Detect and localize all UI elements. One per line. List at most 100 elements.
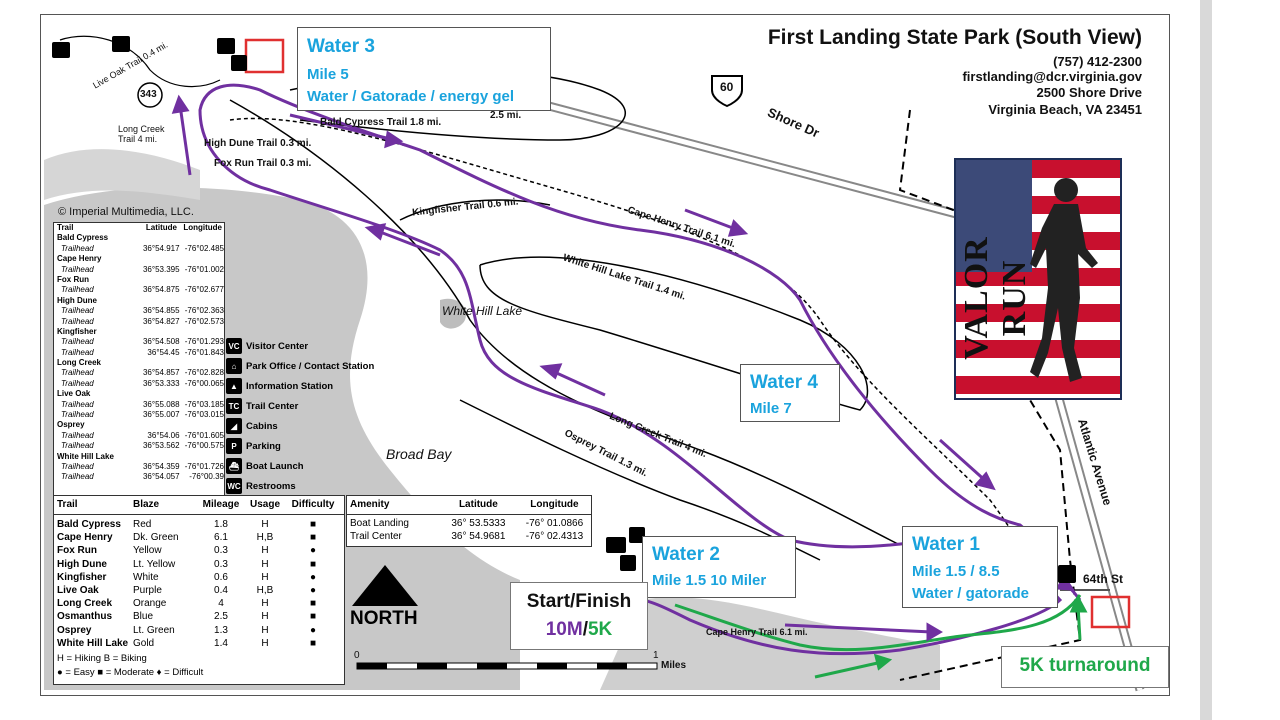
mileage-blaze: Blue — [133, 611, 154, 623]
mileage-trail: Kingfisher — [57, 571, 107, 583]
coord-trail-name: Trailhead — [61, 441, 94, 451]
coord-lat: 36°54.057 — [142, 472, 180, 482]
legend-icon: ◢ — [226, 418, 242, 434]
runner-silhouette-icon — [1030, 178, 1098, 382]
coord-lat: 36°53.562 — [142, 441, 180, 451]
coord-trail-name: Trailhead — [61, 337, 94, 347]
coord-row: White Hill Lake — [54, 452, 224, 462]
coord-trail-name: Trailhead — [61, 306, 94, 316]
coord-lat — [127, 358, 177, 368]
route-60-label: 60 — [720, 80, 734, 94]
coord-row: Long Creek — [54, 358, 224, 368]
coord-trail-name: Trailhead — [61, 378, 94, 388]
bald-cypress-label: Bald Cypress Trail 1.8 mi. — [320, 117, 442, 128]
park-title: First Landing State Park (South View) — [767, 26, 1142, 49]
coord-lat: 36°55.007 — [142, 410, 180, 420]
mileage-value: 1.8 — [214, 519, 228, 530]
amenity-lon: -76° 01.0866 — [525, 518, 584, 529]
mileage-usage: H — [261, 624, 269, 636]
high-dune-label: High Dune Trail 0.3 mi. — [204, 138, 312, 149]
cabins-icon — [112, 36, 130, 52]
scale-zero-label: 0 — [354, 650, 360, 661]
amenity-name: Boat Landing — [350, 518, 409, 529]
mileage-value: 0.3 — [214, 558, 228, 570]
water-4-title: Water 4 — [750, 372, 818, 393]
coord-lon — [177, 358, 222, 368]
mileage-blaze: Yellow — [133, 545, 162, 557]
route-343-shield — [137, 82, 163, 108]
legend-label: Trail Center — [246, 400, 299, 412]
water-1-title: Water 1 — [912, 534, 980, 555]
legend-item: ⛴ Boat Launch — [226, 456, 396, 476]
live-oak-trail — [59, 35, 221, 88]
window-scrollbar-track[interactable] — [1200, 0, 1212, 720]
broad-bay-label: Broad Bay — [386, 446, 452, 462]
scale-one-label: 1 — [653, 650, 659, 661]
5k-turnaround-marker — [1090, 595, 1131, 629]
coord-lat: 36°54.827 — [142, 316, 180, 326]
mileage-blaze: Orange — [133, 598, 167, 610]
water-1-supplies: Water / gatorade — [912, 585, 1029, 602]
legend-label: Boat Launch — [246, 460, 304, 472]
white-hill-trail — [479, 256, 869, 411]
coord-lon: -76°00.065 — [184, 378, 224, 388]
legend-label: Restrooms — [246, 480, 296, 492]
coord-lon — [177, 452, 222, 462]
coord-lat — [127, 275, 177, 285]
park-city: Virginia Beach, VA 23451 — [988, 102, 1142, 117]
coord-lat — [127, 296, 177, 306]
coord-lat: 36°55.088 — [142, 399, 180, 409]
coord-header-lon: Longitude — [183, 223, 222, 232]
coord-lat: 36°54.359 — [142, 461, 180, 471]
long-creek-small-label: Long Creek Trail 4 mi. — [118, 124, 165, 144]
coord-lon: -76°01.843 — [184, 347, 224, 357]
valor-run-logo: VALOR RUN — [954, 158, 1122, 400]
5k-turnaround-callout: 5K turnaround — [1001, 646, 1169, 688]
water-3-callout: Water 3 Mile 5 Water / Gatorade / energy… — [297, 27, 551, 111]
coord-lon: -76°01.293 — [184, 337, 224, 347]
coord-trail-name: Trailhead — [61, 264, 94, 274]
mileage-value: 0.6 — [214, 571, 228, 583]
coord-header-row: Trail Latitude Longitude — [54, 223, 224, 233]
mileage-value: 4 — [218, 598, 224, 610]
amenity-lat: 36° 53.5333 — [451, 518, 506, 529]
start-finish-callout: Start/Finish 10M/5K — [510, 582, 648, 650]
coord-trail-name: Trailhead — [61, 243, 94, 253]
route-343-label: 343 — [140, 89, 157, 100]
mileage-header-usage: Usage — [249, 499, 280, 510]
legend-label: Cabins — [246, 420, 278, 432]
coord-lon: -76°01.002 — [184, 264, 224, 274]
mileage-usage: H — [261, 558, 269, 570]
cape-henry-bottom-label: Cape Henry Trail 6.1 mi. — [706, 627, 808, 637]
coord-trail-name: Kingfisher — [57, 326, 97, 336]
mileage-blaze: Gold — [133, 637, 155, 649]
mileage-usage: H — [261, 637, 269, 649]
mileage-blaze: Red — [133, 519, 152, 530]
scale-unit-label: Miles — [661, 660, 687, 671]
coord-lat — [127, 389, 177, 399]
coord-lon: -76°03.185 — [184, 399, 224, 409]
coord-lat — [127, 420, 177, 430]
five-k-label: 5K — [587, 619, 613, 640]
mileage-trail: Osmanthus — [57, 611, 113, 623]
mileage-value: 0.3 — [214, 545, 228, 557]
legend-icon: ⛴ — [226, 458, 242, 474]
mileage-value: 2.5 — [214, 611, 228, 623]
white-hill-lake-water — [440, 298, 466, 329]
mileage-header-mileage: Mileage — [202, 499, 240, 510]
coord-lon — [177, 254, 222, 264]
coord-trail-name: Trailhead — [61, 472, 94, 482]
